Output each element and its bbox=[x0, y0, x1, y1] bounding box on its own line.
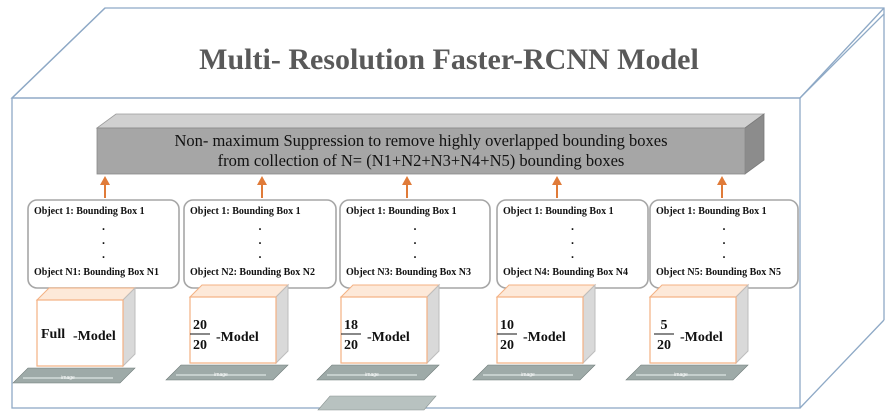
nms-block: Non- maximum Suppression to remove highl… bbox=[95, 113, 766, 175]
column-4: Object 1: Bounding Box 1... Object N4: Bo… bbox=[472, 176, 649, 381]
orange-arrow-head bbox=[717, 176, 727, 185]
fraction-numerator: 5 bbox=[661, 318, 668, 333]
model-box-side bbox=[122, 286, 136, 368]
fraction-numerator: 18 bbox=[344, 318, 358, 333]
bbox-list-first: Object 1: Bounding Box 1 bbox=[346, 206, 457, 217]
orange-arrow-head bbox=[402, 176, 412, 185]
model-box-top bbox=[648, 284, 750, 298]
column-5: Object 1: Bounding Box 1... Object N5: Bo… bbox=[625, 176, 799, 381]
bottom-image-strip bbox=[317, 395, 437, 411]
nms-text-line2: from collection of N= (N1+N2+N3+N4+N5) b… bbox=[218, 151, 625, 170]
nms-front-face bbox=[96, 127, 746, 175]
bbox-list-last: Object N5: Bounding Box N5 bbox=[656, 267, 781, 278]
fraction-numerator: 20 bbox=[193, 318, 207, 333]
ellipsis-dot: . bbox=[259, 247, 262, 261]
ellipsis-dot: . bbox=[414, 247, 417, 261]
fraction-denominator: 20 bbox=[193, 338, 207, 353]
image-plate bbox=[625, 364, 749, 381]
image-label: image bbox=[521, 372, 535, 378]
column-3: Object 1: Bounding Box 1... Object N3: Bo… bbox=[316, 176, 491, 381]
model-prefix: Full bbox=[41, 327, 65, 342]
model-box-side bbox=[735, 283, 749, 365]
ellipsis-dot: . bbox=[259, 233, 262, 247]
model-box-side bbox=[275, 283, 289, 365]
bbox-list-first: Object 1: Bounding Box 1 bbox=[656, 206, 767, 217]
bbox-list-first: Object 1: Bounding Box 1 bbox=[34, 206, 145, 217]
frame-right-bottom-edge bbox=[799, 319, 885, 409]
model-box-side bbox=[426, 283, 440, 365]
model-box-front bbox=[649, 296, 737, 364]
nms-top-face bbox=[95, 113, 766, 129]
image-label: image bbox=[674, 372, 688, 378]
model-box-front bbox=[340, 296, 428, 364]
model-box-front bbox=[189, 296, 277, 364]
frame-back-left-edge bbox=[11, 7, 106, 99]
model-suffix: -Model bbox=[680, 330, 723, 345]
frame-back-right-edge bbox=[799, 7, 885, 99]
ellipsis-dot: . bbox=[414, 233, 417, 247]
model-columns: Object 1: Bounding Box 1... Object N1: Bo… bbox=[12, 176, 799, 384]
ellipsis-dot: . bbox=[571, 247, 574, 261]
orange-arrow-head bbox=[257, 176, 267, 185]
image-label: image bbox=[365, 372, 379, 378]
model-box-top bbox=[495, 284, 597, 298]
bbox-list-last: Object N2: Bounding Box N2 bbox=[190, 267, 315, 278]
ellipsis-dot: . bbox=[723, 219, 726, 233]
fraction-denominator: 20 bbox=[344, 338, 358, 353]
orange-arrow-head bbox=[100, 176, 110, 185]
image-plate bbox=[472, 364, 596, 381]
ellipsis-dot: . bbox=[571, 233, 574, 247]
model-box-top bbox=[339, 284, 441, 298]
model-suffix: -Model bbox=[73, 329, 116, 344]
orange-arrow-head bbox=[552, 176, 562, 185]
bbox-list-last: Object N4: Bounding Box N4 bbox=[503, 267, 628, 278]
column-1: Object 1: Bounding Box 1... Object N1: Bo… bbox=[12, 176, 180, 384]
model-box-front bbox=[36, 299, 124, 367]
ellipsis-dot: . bbox=[571, 219, 574, 233]
image-plate bbox=[165, 364, 289, 381]
model-box-top bbox=[35, 287, 137, 301]
column-2: Object 1: Bounding Box 1... Object N2: Bo… bbox=[165, 176, 337, 381]
bottom-image-strip-shape bbox=[317, 395, 437, 411]
bbox-list-last: Object N3: Bounding Box N3 bbox=[346, 267, 471, 278]
ellipsis-dot: . bbox=[414, 219, 417, 233]
fraction-numerator: 10 bbox=[500, 318, 514, 333]
model-suffix: -Model bbox=[367, 330, 410, 345]
ellipsis-dot: . bbox=[102, 247, 105, 261]
fraction-denominator: 20 bbox=[657, 338, 671, 353]
ellipsis-dot: . bbox=[259, 219, 262, 233]
image-label: image bbox=[214, 372, 228, 378]
image-label: image bbox=[61, 375, 75, 381]
image-plate bbox=[316, 364, 440, 381]
ellipsis-dot: . bbox=[723, 247, 726, 261]
nms-text-line1: Non- maximum Suppression to remove highl… bbox=[174, 131, 667, 150]
model-box-top bbox=[188, 284, 290, 298]
ellipsis-dot: . bbox=[102, 219, 105, 233]
fraction-denominator: 20 bbox=[500, 338, 514, 353]
ellipsis-dot: . bbox=[102, 233, 105, 247]
ellipsis-dot: . bbox=[723, 233, 726, 247]
model-box-front bbox=[496, 296, 584, 364]
model-box-side bbox=[582, 283, 596, 365]
bbox-list-first: Object 1: Bounding Box 1 bbox=[190, 206, 301, 217]
bbox-list-last: Object N1: Bounding Box N1 bbox=[34, 267, 159, 278]
bbox-list-first: Object 1: Bounding Box 1 bbox=[503, 206, 614, 217]
diagram-title: Multi- Resolution Faster-RCNN Model bbox=[199, 43, 699, 76]
outer-frame bbox=[10, 7, 885, 409]
model-suffix: -Model bbox=[216, 330, 259, 345]
image-plate bbox=[12, 367, 136, 384]
model-suffix: -Model bbox=[523, 330, 566, 345]
